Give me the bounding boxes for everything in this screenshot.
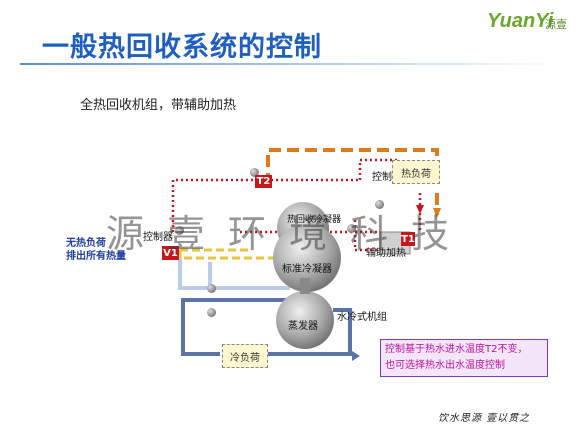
controller-left-label: 控制器: [143, 232, 173, 243]
evaporator-shape: [276, 291, 334, 349]
cold-load-box: 冷负荷: [222, 344, 268, 368]
t1-sensor: T1: [401, 232, 415, 246]
hot-dotted-pipe-a: [171, 178, 360, 232]
company-logo: YuanYi: [487, 10, 554, 32]
control-note-box: 控制基于热水进水温度T2不变， 也可选择热水出水温度控制: [380, 339, 548, 377]
valve-icon: [375, 200, 384, 209]
slide-subtitle: 全热回收机组，带辅助加热: [80, 98, 237, 113]
heat-recovery-condenser-label: 热回收冷凝器: [287, 215, 342, 225]
chilled-water-pipe-right: [268, 308, 352, 356]
no-heat-load-note: 无热负荷 排出所有热量: [66, 238, 126, 262]
chiller-label: 水冷式机组: [337, 312, 387, 323]
pump-icon: [207, 284, 216, 293]
standard-condenser-shape: [273, 224, 341, 292]
t2-sensor: T2: [255, 175, 272, 188]
slide-title: 一般热回收系统的控制: [42, 32, 322, 63]
valve-icon: [347, 224, 356, 233]
title-divider: [20, 63, 560, 65]
controller-top-label: 控制器: [372, 172, 402, 183]
footer-slogan: 饮水思源 壹以贯之: [438, 413, 531, 424]
pump-icon: [207, 308, 216, 317]
valve-icon: [175, 226, 184, 235]
watermark: 源壹环境科技: [106, 212, 473, 256]
evaporator-label: 蒸发器: [288, 321, 318, 332]
valve-icon: [250, 168, 259, 177]
condenser-return-pipe: [178, 258, 290, 290]
standard-condenser-label: 标准冷凝器: [282, 264, 332, 275]
heat-load-box: 热负荷: [392, 160, 440, 184]
v1-valve: V1: [162, 246, 179, 260]
company-logo-cn: 源壹: [545, 18, 567, 31]
hot-dotted-pipe-b: [358, 158, 398, 180]
hot-water-pipe-top: [266, 148, 439, 185]
chilled-water-pipe-left: [181, 298, 220, 356]
aux-heater-label: 辅助加热: [366, 248, 406, 259]
